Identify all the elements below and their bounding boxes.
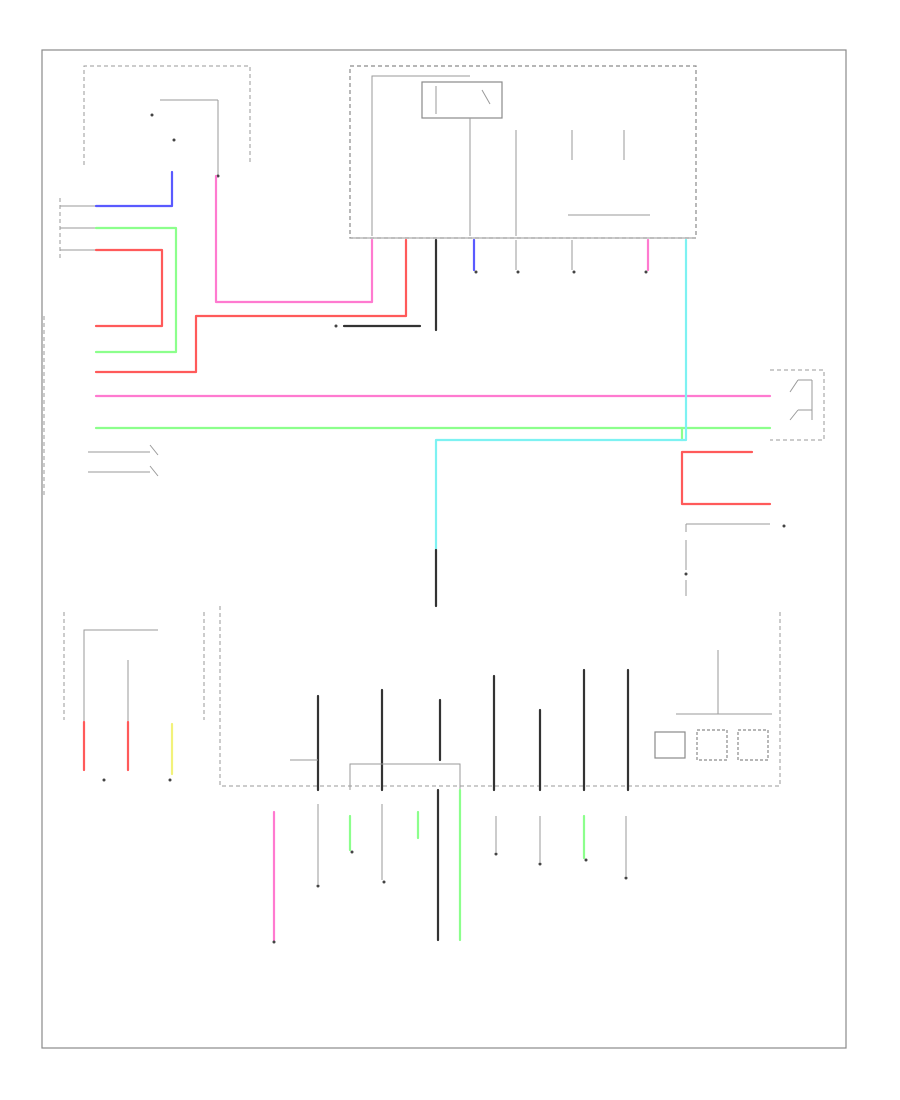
wire-bundle-horizontal: [94, 238, 772, 608]
right-switch-module: [680, 369, 825, 596]
wire-bundle-bottom: [272, 788, 628, 944]
wire-blue: [94, 170, 174, 208]
relay-box: [421, 81, 503, 119]
wire-red-feed: [94, 238, 408, 374]
wire-red-upper: [94, 248, 164, 328]
wire-green-upper: [94, 226, 178, 354]
top-center-module: [349, 65, 697, 239]
top-left-module: [83, 65, 251, 178]
wire-bundle-top: [94, 170, 650, 374]
bottom-center-module: [219, 606, 781, 792]
wire-pink-feed: [214, 174, 374, 304]
diagram-border: [41, 49, 847, 1049]
wire-red-right: [680, 450, 772, 506]
left-connector-block: [43, 198, 159, 496]
wire-cyan: [434, 238, 688, 552]
bottom-left-module: [63, 612, 205, 782]
